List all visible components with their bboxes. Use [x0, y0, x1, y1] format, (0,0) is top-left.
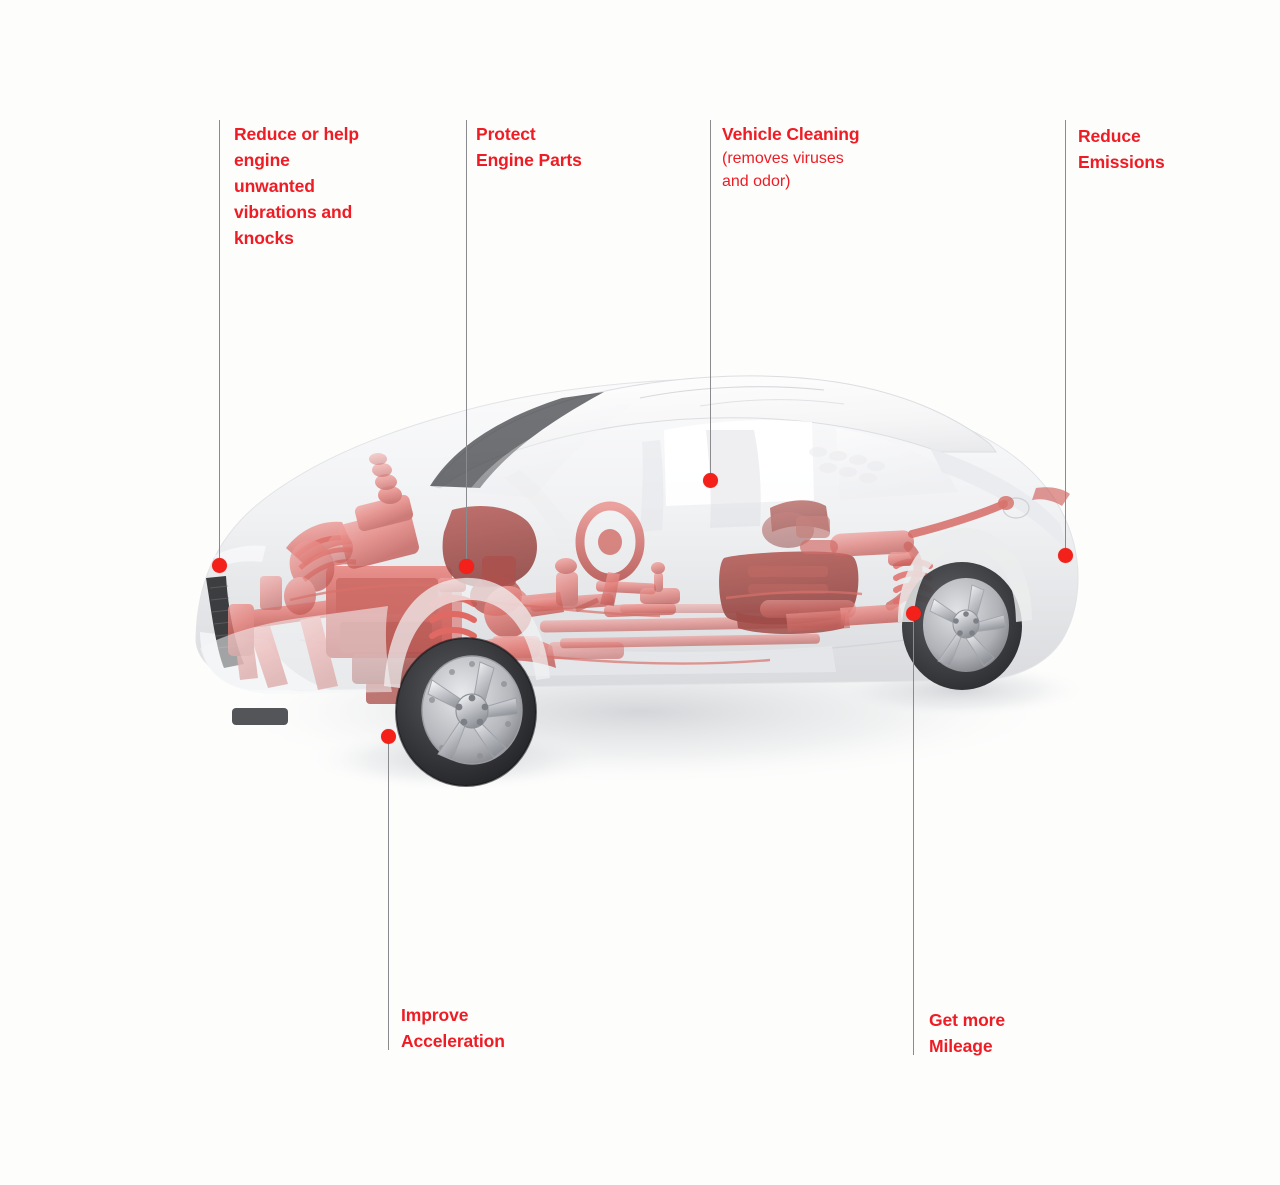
connector-dot-reduce-vibrations	[211, 557, 227, 573]
callout-title-vehicle-cleaning: Vehicle Cleaning	[722, 124, 860, 144]
connector-line-improve-acceleration	[388, 736, 390, 1050]
callout-reduce-emissions[interactable]: Reduce Emissions	[1078, 123, 1248, 175]
callout-vehicle-cleaning[interactable]: Vehicle Cleaning (removes viruses and od…	[722, 121, 952, 193]
roof-seam-1	[639, 386, 825, 399]
callout-improve-acceleration[interactable]: Improve Acceleration	[401, 1002, 611, 1054]
connector-dot-protect-engine-parts	[458, 558, 474, 574]
connector-dot-improve-acceleration	[380, 728, 396, 744]
connector-line-get-more-mileage	[913, 613, 915, 1055]
accessory-drive	[284, 533, 353, 615]
callout-title-protect-engine-parts: Protect Engine Parts	[476, 124, 582, 170]
connector-dot-vehicle-cleaning	[702, 472, 718, 488]
rear-lug-nuts	[953, 611, 979, 636]
connector-dot-reduce-emissions	[1057, 547, 1073, 563]
connector-line-reduce-vibrations	[219, 120, 221, 565]
roof-seam-2	[699, 399, 845, 407]
interior-structure	[504, 430, 885, 546]
callout-title-improve-acceleration: Improve Acceleration	[401, 1005, 505, 1051]
callout-protect-engine-parts[interactable]: Protect Engine Parts	[476, 121, 666, 173]
connector-line-reduce-emissions	[1065, 120, 1067, 555]
taillight	[1032, 487, 1070, 506]
callout-reduce-vibrations[interactable]: Reduce or help engine unwanted vibration…	[234, 121, 404, 251]
connector-line-vehicle-cleaning	[710, 120, 712, 480]
intake-runners	[339, 453, 419, 569]
front-lower-body	[200, 606, 392, 694]
callout-title-get-more-mileage: Get more Mileage	[929, 1010, 1006, 1056]
connector-line-protect-engine-parts	[466, 120, 468, 566]
shifter-console	[640, 562, 680, 604]
front-lug-nuts	[455, 694, 489, 726]
windshield-glass	[468, 402, 636, 498]
callout-title-reduce-vibrations: Reduce or help engine unwanted vibration…	[234, 124, 360, 248]
powertrain-highlight	[228, 453, 1014, 723]
steering-wheel	[574, 501, 645, 613]
front-rotor-holes	[429, 661, 511, 759]
windshield-shade	[430, 392, 604, 488]
front-lower-vent	[232, 708, 288, 725]
fluid-lines	[289, 583, 863, 665]
rear-deck	[930, 448, 1068, 552]
callout-subtitle-vehicle-cleaning: (removes viruses and odor)	[722, 150, 844, 190]
front-wheel	[395, 637, 537, 787]
rear-seat-frame	[762, 500, 830, 548]
rear-wheel-arch	[898, 528, 1032, 622]
connector-dot-get-more-mileage	[905, 605, 921, 621]
front-fender	[384, 577, 550, 688]
callout-title-reduce-emissions: Reduce Emissions	[1078, 126, 1165, 172]
callout-get-more-mileage[interactable]: Get more Mileage	[929, 1007, 1119, 1059]
rear-wheel	[898, 528, 1032, 690]
headlight	[214, 545, 266, 568]
